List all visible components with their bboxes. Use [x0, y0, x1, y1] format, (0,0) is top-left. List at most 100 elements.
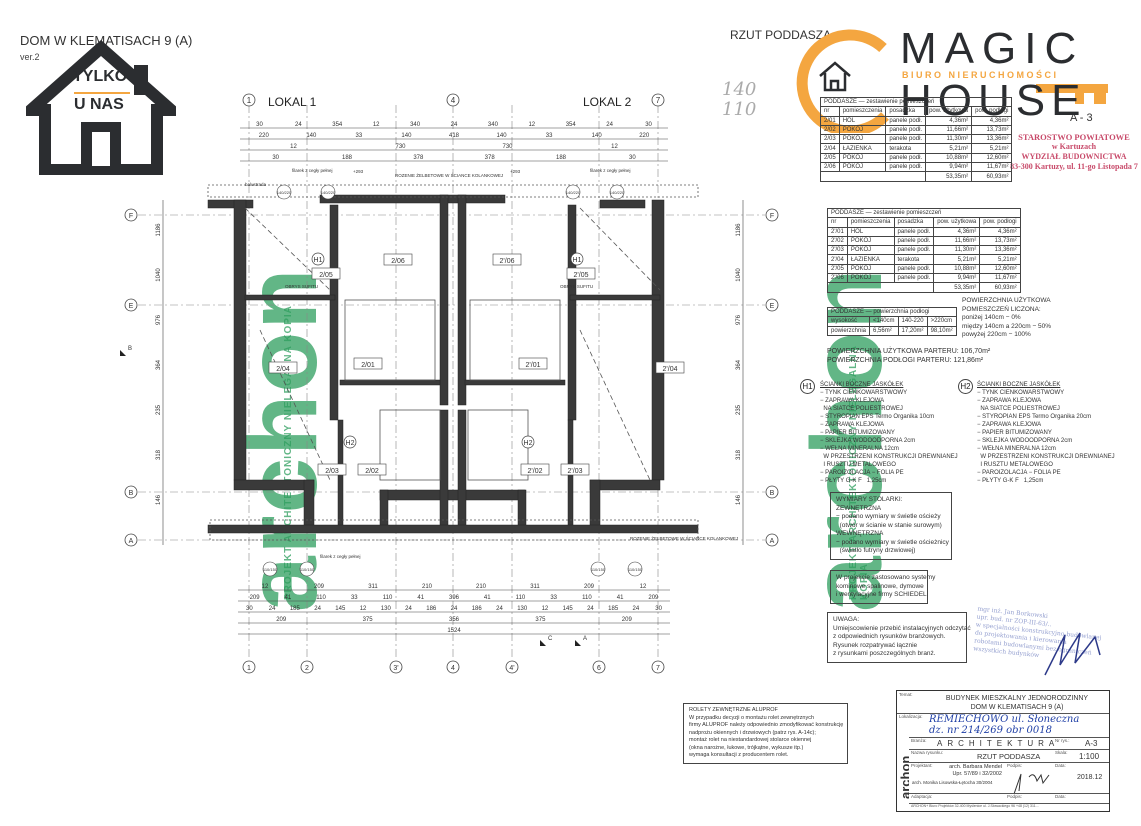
h2-layers: ŚCIANKI BOCZNE JASKÓŁEK− TYNK CIENKOWARS…: [977, 382, 1115, 484]
dimension-value: 30: [272, 155, 279, 161]
dimension-value: 209: [622, 617, 633, 623]
axis-label: 3': [393, 665, 398, 672]
window-mark: [320, 184, 336, 200]
dimension-value: 140: [401, 133, 412, 139]
layer-label: H1: [314, 257, 323, 264]
plan-note: +293: [353, 169, 364, 174]
sheet-title: RZUT PODDASZA: [730, 28, 832, 42]
room-tag: [353, 357, 383, 370]
drawing-title: DOM W KLEMATISACH 9 (A): [20, 33, 193, 48]
row-label: B: [129, 490, 134, 497]
axis-label: 1: [247, 96, 252, 105]
room-label: 2/02: [365, 468, 379, 475]
row-label: F: [129, 213, 133, 220]
row-bubble: [765, 485, 779, 499]
dimension-value: 340: [410, 122, 421, 128]
room-label: 2/01: [361, 362, 375, 369]
dimension-value: 364: [156, 359, 162, 370]
dimension-value: 235: [736, 404, 742, 415]
window-size: 110/150: [263, 567, 278, 572]
room-label: 2'/03: [568, 468, 583, 475]
dimension-value: 210: [422, 584, 433, 590]
window-mark: [276, 184, 292, 200]
wall: [233, 199, 247, 481]
dimension-value: 145: [335, 606, 346, 612]
lokal-2-label: LOKAL 2: [583, 95, 632, 109]
wall: [567, 204, 577, 421]
dimension-value: 12: [640, 584, 647, 590]
dimension-value: 12: [528, 122, 535, 128]
room-tag: [317, 463, 347, 476]
dimension-value: 318: [156, 449, 162, 460]
dimension-value: 356: [449, 617, 460, 623]
wall: [233, 479, 315, 491]
dimension-value: 146: [736, 494, 742, 505]
axis-bubble: [651, 93, 665, 107]
dimension-value: 41: [417, 595, 424, 601]
section-arrow-icon: [120, 350, 126, 356]
row-label: A: [129, 538, 134, 545]
section-arrow-icon: [575, 640, 581, 646]
roof-edge: [209, 519, 699, 541]
dimension-value: 145: [563, 606, 574, 612]
dimension-value: 209: [314, 584, 325, 590]
dimension-value: 24: [606, 122, 613, 128]
window-size: 140/220: [277, 190, 292, 195]
plan-note: filarek z cegły pełnej: [590, 168, 631, 173]
window-mark: [609, 184, 625, 200]
axis-bubble: [446, 93, 460, 107]
section-arrow-icon: [540, 640, 546, 646]
version-label: ver.2: [20, 52, 40, 62]
dimension-value: 41: [484, 595, 491, 601]
dimension-value: 30: [629, 155, 636, 161]
dimension-value: 12: [290, 144, 297, 150]
row-label: E: [129, 303, 134, 310]
stair-outline: [469, 299, 561, 381]
dimension-value: 24: [587, 606, 594, 612]
layer-label: H1: [573, 257, 582, 264]
row-label: A: [770, 538, 775, 545]
layer-label: H2: [524, 440, 533, 447]
dimension-value: 110: [516, 595, 526, 601]
window-size: 140/220: [610, 190, 625, 195]
dimension-value: 235: [156, 404, 162, 415]
dimension-value: 33: [356, 133, 363, 139]
room-tag: [566, 267, 596, 280]
dimension-value: 140: [497, 133, 508, 139]
dimension-value: 185: [290, 606, 301, 612]
axis-label: 4: [451, 96, 456, 105]
axis-bubble: [505, 660, 519, 674]
wall: [651, 199, 665, 481]
layer-label: H2: [346, 440, 355, 447]
window-mark: [627, 561, 643, 577]
window-mark: [262, 561, 278, 577]
room-label: 2'/02: [528, 468, 543, 475]
dimension-value: 1040: [156, 268, 162, 282]
wall: [207, 199, 254, 209]
dimension-value: 210: [476, 584, 487, 590]
dimension-value: 24: [405, 606, 412, 612]
ceiling-outline: [579, 329, 651, 481]
row-label: E: [770, 303, 775, 310]
plan-note: +293: [510, 169, 521, 174]
dimension-value: 186: [472, 606, 483, 612]
dimension-value: 396: [449, 595, 460, 601]
uwaga-note: UWAGA:Umiejscowienie przebić instalacyjn…: [827, 612, 971, 663]
dimension-value: 24: [451, 122, 458, 128]
dimension-value: 110: [383, 595, 393, 601]
wall: [457, 409, 467, 531]
room-tag: [655, 361, 685, 374]
dimension-value: 1186: [736, 223, 742, 237]
dimension-value: 12: [360, 606, 367, 612]
floor-area-table: PODDASZE — powierzchnia podłogi wysokość…: [826, 306, 957, 336]
dimension-value: 188: [556, 155, 567, 161]
